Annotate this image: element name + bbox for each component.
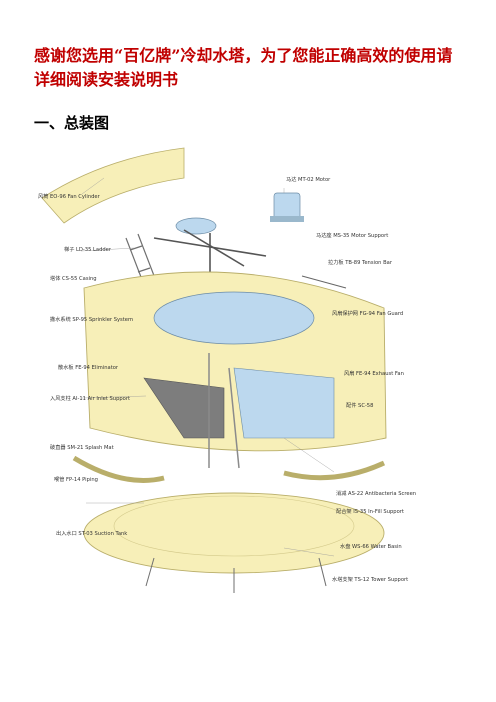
fan-cylinder-panel [41,147,185,224]
label-tower-support: 水塔支架 TS-12 Tower Support [332,577,409,583]
tower-supports [145,557,327,593]
label-exhaust-fan: 风扇 FE-94 Exhaust Fan [344,371,404,377]
label-air-inlet-support: 入风支柱 AI-11 Air Inlet Support [50,396,131,402]
label-water-basin: 水盘 WS-66 Water Basin [340,544,402,550]
label-suction-tank: 出入水口 ST-03 Suction Tank [56,531,128,537]
label-eliminator: 散水板 FE-94 Eliminator [58,365,119,371]
air-inlet-support [208,353,240,469]
leader-lines [80,177,335,557]
basin-rim [113,495,355,557]
assembly-drawing [41,147,387,593]
label-piping: 喉管 FP-14 Piping [54,477,98,483]
label-motor: 马达 MT-02 Motor [286,177,331,183]
support-frame [153,229,267,273]
assembly-diagram: 马达 MT-02 Motor 风筒 EO-96 Fan Cylinder 马达座… [34,138,432,598]
splash-mat [143,377,225,439]
label-casing: 塔体 CS-55 Casing [50,276,97,282]
sprinkler-disc [153,291,315,345]
label-sprinkler-system: 撒水系统 SP-95 Sprinkler System [50,317,134,323]
motor-base [270,216,304,222]
louver-left [72,455,165,483]
section-title: 一、总装图 [34,114,110,132]
page-heading: 感谢您选用“百亿牌”冷却水塔，为了您能正确高效的使用请详细阅读安装说明书 [34,46,453,89]
label-antibacteria-screen: 消减 AS-22 Antibacteria Screen [336,491,417,497]
label-splash-mat: 破直器 SM-21 Splash Mat [50,445,114,451]
label-accessory: 配件 SC-58 [346,403,374,409]
label-tension-bar: 拉力板 TB-89 Tension Bar [328,260,392,266]
label-motor-support: 马达座 MS-35 Motor Support [316,233,389,239]
label-ladder: 梯子 LD-35 Ladder [64,247,112,253]
label-fan-cylinder: 风筒 EO-96 Fan Cylinder [38,194,100,200]
label-infill-support: 配合架 IS-35 In-Fill Support [336,509,404,515]
motor [273,192,301,220]
label-fan-guard: 风扇保护网 FG-94 Fan Guard [332,311,404,317]
infill-block [233,367,335,439]
fan-hub [175,217,217,235]
louver-right [283,460,386,481]
water-basin [83,492,385,574]
